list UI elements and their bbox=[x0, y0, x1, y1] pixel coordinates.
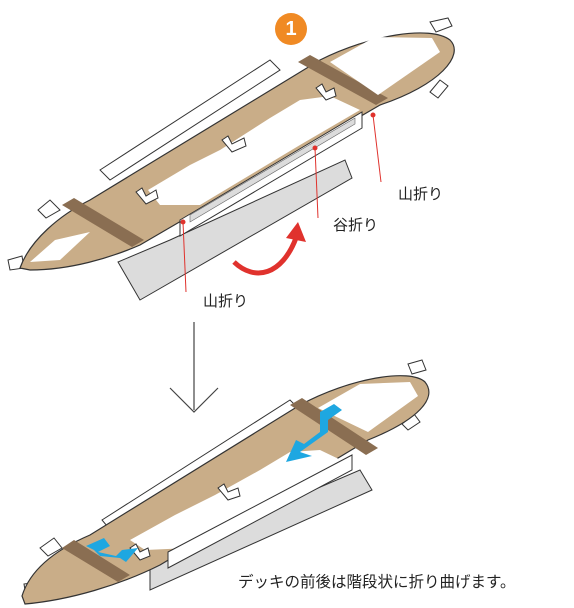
deck-panel-rear-bottom bbox=[318, 382, 418, 432]
step-arrow-icon bbox=[86, 404, 342, 562]
deck-fold-band-front-bottom bbox=[62, 540, 130, 582]
caption-text: デッキの前後は階段状に折り曲げます。 bbox=[238, 573, 516, 591]
deck-tabs bbox=[135, 83, 337, 205]
deck-fold-band-front bbox=[62, 198, 144, 247]
top-ship-model bbox=[7, 17, 455, 301]
fold-marker-lines bbox=[180, 112, 382, 293]
valley-fold-label: 谷折り bbox=[333, 216, 379, 234]
step-number-badge: 1 bbox=[275, 13, 307, 45]
mountain-fold-label-left: 山折り bbox=[203, 292, 249, 310]
deck-panel-center bbox=[148, 96, 360, 205]
deck-panel-rear bbox=[330, 37, 440, 95]
deck-panel-front bbox=[30, 232, 90, 262]
mountain-fold-label-right: 山折り bbox=[398, 185, 444, 203]
deck-fold-band-rear bbox=[298, 55, 388, 105]
side-wall-bottom bbox=[167, 454, 353, 569]
deck-panel-center-bottom bbox=[130, 450, 345, 550]
bottom-ship-model bbox=[21, 359, 430, 605]
deck-fold-band-rear-bottom bbox=[290, 398, 378, 455]
curved-arrow-icon bbox=[232, 237, 299, 276]
deck-tabs-bottom bbox=[129, 483, 241, 561]
down-arrow-icon bbox=[169, 322, 219, 413]
